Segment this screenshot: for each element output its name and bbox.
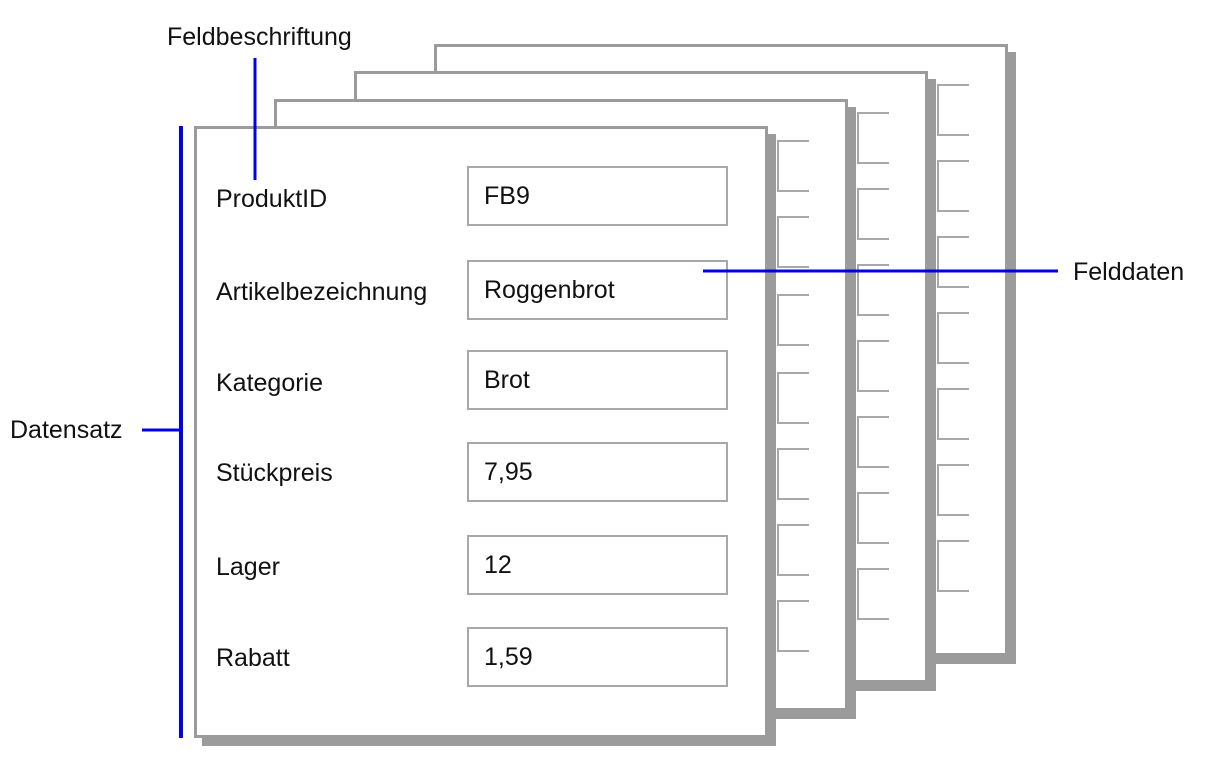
field-value-stueckpreis: 7,95 xyxy=(467,442,728,502)
field-label-produktid: ProduktID xyxy=(216,185,328,213)
field-label-lager: Lager xyxy=(216,553,280,581)
field-value-kategorie: Brot xyxy=(467,350,728,410)
field-label-kategorie: Kategorie xyxy=(216,369,324,397)
annotation-feldbeschriftung: Feldbeschriftung xyxy=(167,23,352,51)
annotation-datensatz: Datensatz xyxy=(10,416,123,444)
field-label-artikelbezeichnung: Artikelbezeichnung xyxy=(216,278,428,306)
field-value-produktid: FB9 xyxy=(467,166,728,226)
field-label-stueckpreis: Stückpreis xyxy=(216,459,333,487)
field-label-rabatt: Rabatt xyxy=(216,644,290,672)
field-value-rabatt: 1,59 xyxy=(467,627,728,687)
field-value-lager: 12 xyxy=(467,535,728,595)
annotation-felddaten: Felddaten xyxy=(1073,258,1185,286)
field-value-artikelbezeichnung: Roggenbrot xyxy=(467,260,728,320)
